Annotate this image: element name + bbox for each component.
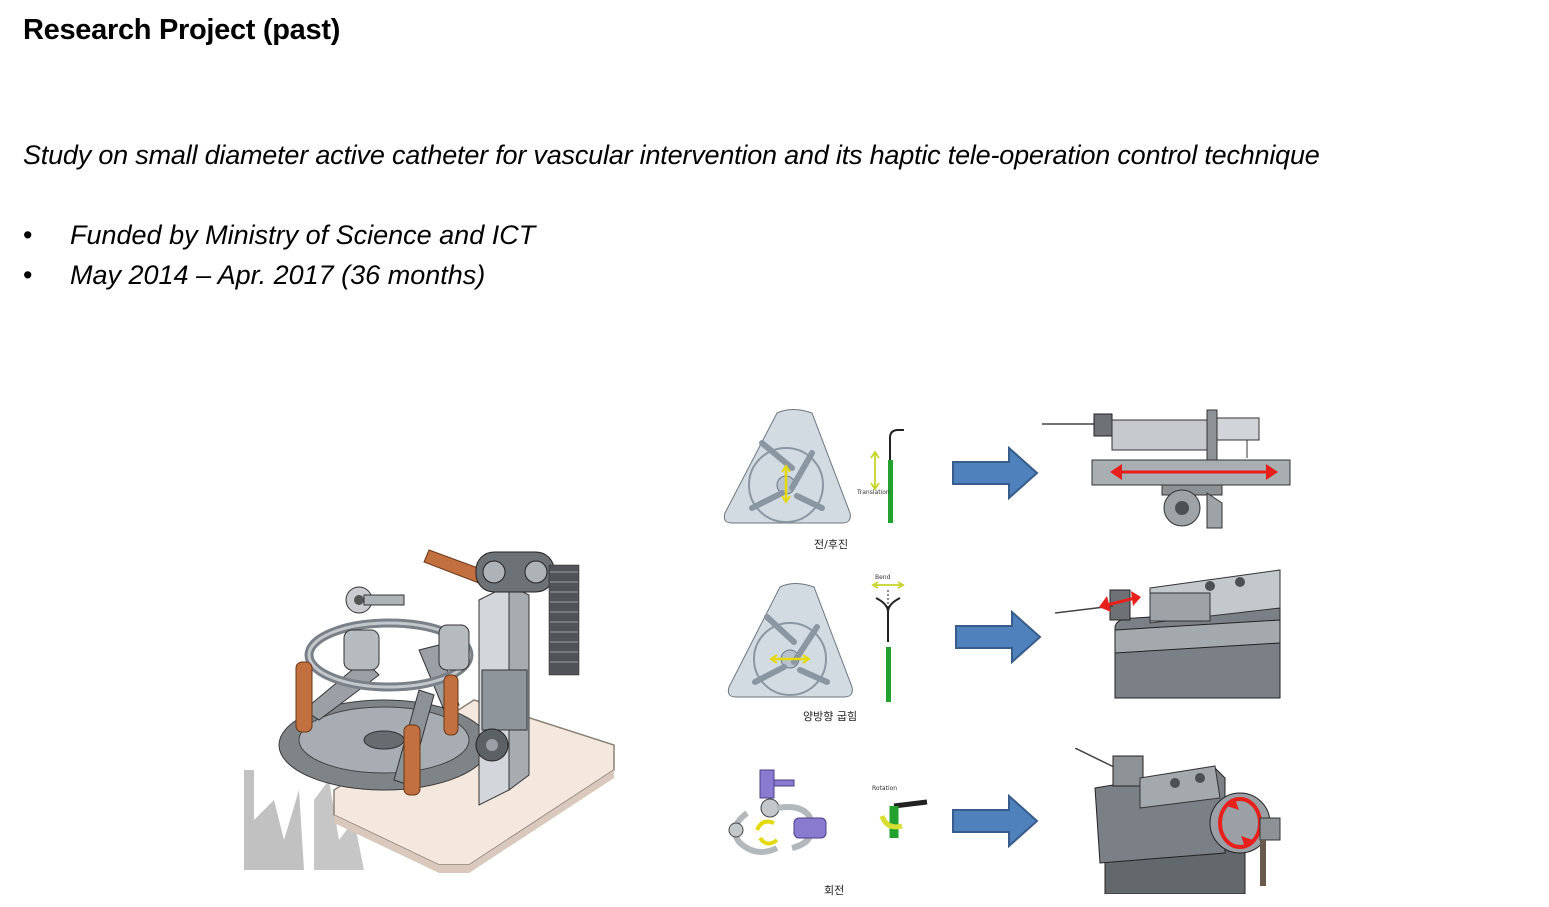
blue-arrow-2	[955, 610, 1042, 665]
translation-master-diagram: Translation	[723, 409, 904, 524]
bullet-dot: •	[23, 220, 33, 250]
caption-rotation: 회전	[824, 884, 845, 897]
haptic-device-illustration	[244, 549, 615, 873]
rotation-slave-diagram	[1075, 748, 1281, 894]
bullet-text: Funded by Ministry of Science and ICT	[70, 220, 536, 250]
motion-label-translation: Translation	[856, 489, 890, 496]
slide-title: Research Project (past)	[23, 14, 341, 46]
motion-label-rotation: Rotation	[872, 785, 897, 792]
blue-arrow-1	[952, 446, 1039, 501]
blue-arrow-3	[952, 794, 1039, 849]
motion-label-bend: Bend	[875, 574, 891, 581]
rotation-master-diagram: Rotation	[728, 769, 928, 855]
caption-bend: 양방향 굽힘	[803, 710, 858, 723]
translation-slave-diagram	[1042, 409, 1291, 529]
project-subtitle: Study on small diameter active catheter …	[23, 140, 1320, 170]
bullet-dot: •	[23, 260, 33, 290]
bend-slave-diagram	[1055, 569, 1281, 699]
bend-master-diagram: Bend	[727, 574, 905, 702]
bullet-text: May 2014 – Apr. 2017 (36 months)	[70, 260, 486, 290]
caption-translation: 전/후진	[814, 538, 849, 551]
